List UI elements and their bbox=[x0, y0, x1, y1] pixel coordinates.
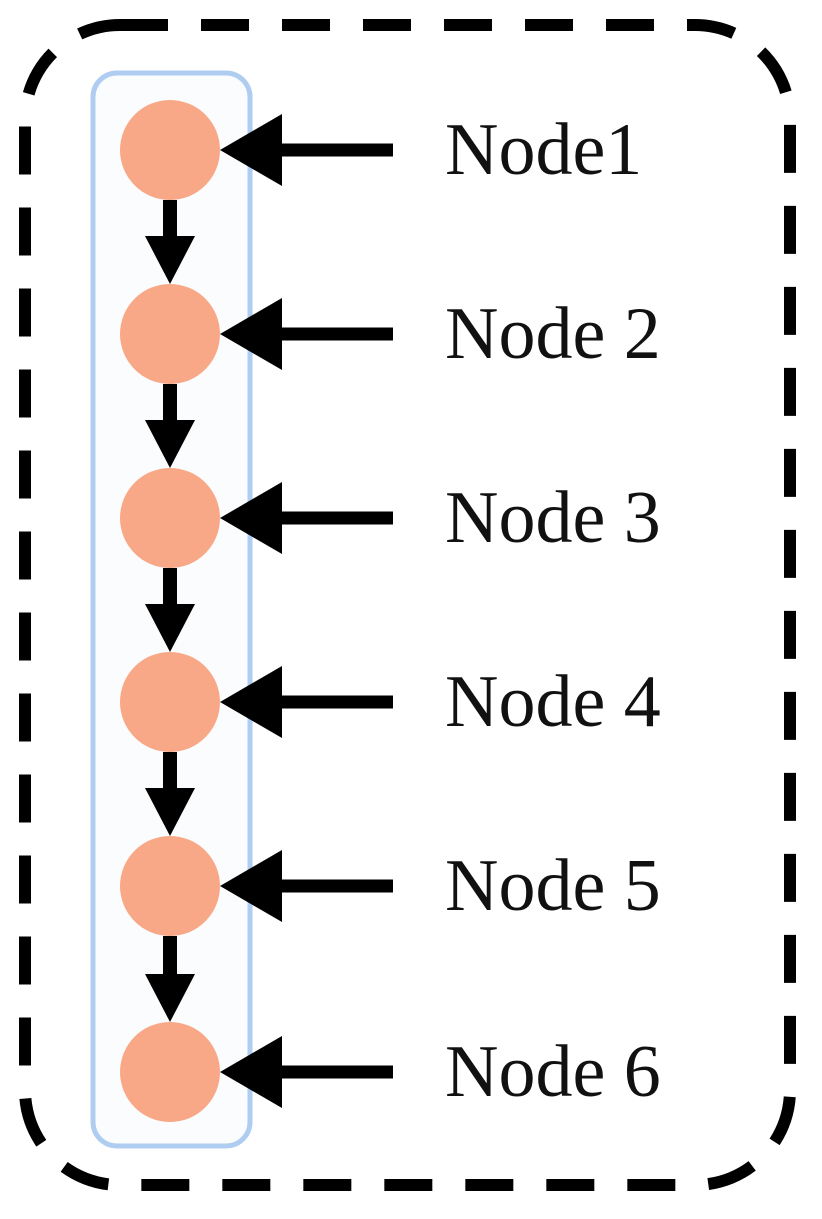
label-pointer-arrow-2 bbox=[220, 298, 393, 370]
node-label-2: Node 2 bbox=[445, 293, 661, 375]
label-pointer-arrow-4 bbox=[220, 666, 393, 738]
label-pointer-arrow-6 bbox=[220, 1036, 393, 1108]
node-label-3: Node 3 bbox=[445, 477, 661, 559]
flow-arrow-down-3 bbox=[145, 568, 195, 652]
label-pointer-arrow-3 bbox=[220, 482, 393, 554]
node-label-5: Node 5 bbox=[445, 845, 661, 927]
node-label-1: Node1 bbox=[445, 109, 643, 191]
flow-arrow-down-4 bbox=[145, 752, 195, 836]
flow-arrow-down-2 bbox=[145, 384, 195, 468]
flow-layer bbox=[120, 100, 393, 1122]
node-circle-5[interactable] bbox=[120, 836, 220, 936]
flow-arrow-down-1 bbox=[145, 200, 195, 284]
node-label-6: Node 6 bbox=[445, 1031, 661, 1113]
node-label-4: Node 4 bbox=[445, 661, 661, 743]
label-pointer-arrow-5 bbox=[220, 850, 393, 922]
node-circle-3[interactable] bbox=[120, 468, 220, 568]
node-circle-1[interactable] bbox=[120, 100, 220, 200]
label-pointer-arrow-1 bbox=[220, 114, 393, 186]
flow-arrow-down-5 bbox=[145, 936, 195, 1022]
node-circle-6[interactable] bbox=[120, 1022, 220, 1122]
node-circle-2[interactable] bbox=[120, 284, 220, 384]
node-circle-4[interactable] bbox=[120, 652, 220, 752]
dashed-group-boundary bbox=[19, 19, 796, 1191]
